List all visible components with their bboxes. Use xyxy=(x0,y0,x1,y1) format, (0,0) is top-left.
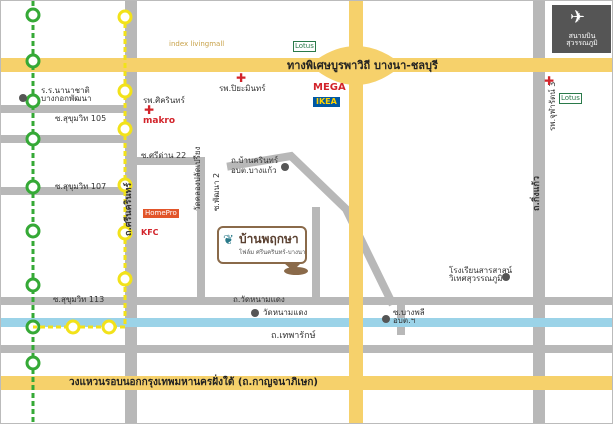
label-ring-road: วงแหวนรอบนอกกรุงเทพมหานครฝั่งใต้ (ถ.กาญจ… xyxy=(69,377,318,388)
label-soi-sridan22: ซ.ศรีด่าน 22 xyxy=(141,151,187,160)
minor-roads xyxy=(1,105,612,423)
label-soi-113: ซ.สุขุมวิท 113 xyxy=(53,295,105,304)
project-pin-shadow xyxy=(284,267,308,275)
brand-homepro: HomePro xyxy=(143,209,179,218)
project-name: บ้านพฤกษา xyxy=(239,232,299,246)
brand-index-living: index livingmall xyxy=(169,40,225,48)
label-ban-krin-rd: ถ.บ้านครินทร์ xyxy=(231,156,279,165)
project-marker[interactable]: ❦ บ้านพฤกษา โฟล์ม ศรีนครินทร์-บางนา xyxy=(217,226,307,264)
label-thepharak-rd: ถ.เทพารักษ์ xyxy=(271,331,316,341)
label-airport: สนามบิน สุวรรณภูมิ xyxy=(566,32,598,47)
label-bangna-chonburi: ทางพิเศษบูรพาวิถี บางนา-ชลบุรี xyxy=(287,59,438,72)
label-wat-nam-daeng: วัดหนามแดง xyxy=(263,308,308,317)
label-kingkaew-rd: ถ.กิ่งแก้ว xyxy=(532,175,542,211)
project-sub: โฟล์ม ศรีนครินทร์-บางนา xyxy=(239,249,306,256)
label-district-office: อบต.บางแก้ว xyxy=(231,166,277,175)
canal xyxy=(1,318,612,327)
brand-lotus-1: Lotus xyxy=(293,41,316,52)
brand-makro: makro xyxy=(143,116,176,126)
label-bang-phli-office: ซ.บางพลี อบต.ฯ xyxy=(393,308,425,325)
brand-lotus-2: Lotus xyxy=(559,93,582,104)
brand-kfc: KFC xyxy=(141,228,159,237)
hospital-cross-icon: ✚ xyxy=(144,103,155,117)
label-soi-pattana2: ซ.พัฒนา 2 xyxy=(212,172,221,211)
brand-mega: MEGA xyxy=(313,82,346,93)
airport-box: ✈ สนามบิน สุวรรณภูมิ xyxy=(552,5,611,53)
bts-green-stations xyxy=(25,7,41,371)
label-srinakarin-rd: ถ.ศรีนครินทร์ xyxy=(124,182,134,236)
label-school-sarasas: โรงเรียนสารสาสน์ วิเทศสุวรรณภูมิ xyxy=(449,266,513,283)
poi-dots xyxy=(19,94,510,323)
project-pin xyxy=(284,263,301,271)
label-hospital-piyamin: รพ.ปิยะมินทร์ xyxy=(219,84,266,93)
label-soi-105: ซ.สุขุมวิท 105 xyxy=(55,114,107,123)
hospital-cross-icon: ✚ xyxy=(544,74,555,88)
leaf-icon: ❦ xyxy=(223,233,234,248)
yellow-line xyxy=(33,15,127,329)
yellow-stations xyxy=(65,9,133,335)
label-school-bangkok-patana: ร.ร.นานาชาติ บางกอกพัฒนา xyxy=(41,86,92,103)
brand-ikea: IKEA xyxy=(313,97,340,107)
label-soi-107: ซ.สุขุมวิท 107 xyxy=(55,182,107,191)
label-hospital-right: รพ.จุฬารัตน์ 3 xyxy=(548,81,557,131)
label-hospital-srinakarin: รพ.ศิครินทร์ xyxy=(143,96,185,105)
hospital-cross-icon: ✚ xyxy=(236,71,247,85)
airplane-icon: ✈ xyxy=(570,7,586,28)
label-wat-nam-daeng-rd: ถ.วัดหนามแดง xyxy=(233,295,285,304)
label-wat-khlong-prik: วัดคลองปลัดเปรียง xyxy=(193,146,202,211)
